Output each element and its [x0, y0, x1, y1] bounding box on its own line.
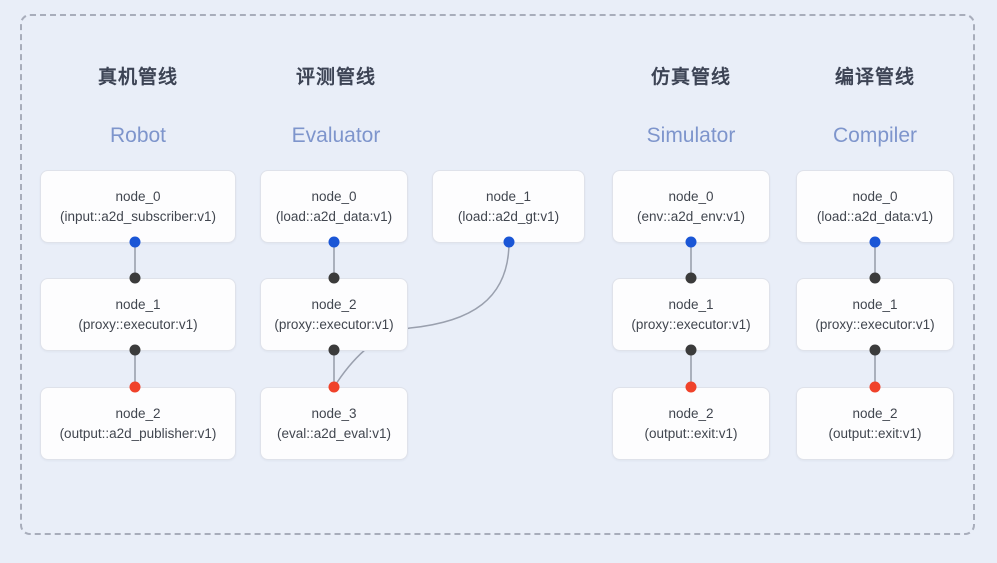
node-label-type: (proxy::executor:v1)	[631, 316, 751, 332]
node-label-type: (proxy::executor:v1)	[78, 316, 198, 332]
node-label-name: node_2	[115, 405, 161, 421]
node-label-type: (output::exit:v1)	[828, 425, 922, 441]
node-simulator-2[interactable]: node_2 (output::exit:v1)	[612, 387, 770, 460]
port-evaluator-2-in[interactable]	[328, 272, 340, 284]
port-evaluator-3-in[interactable]	[328, 381, 340, 393]
node-label-name: node_1	[115, 296, 161, 312]
port-robot-1-in[interactable]	[129, 272, 141, 284]
port-evaluator-2-out[interactable]	[328, 344, 340, 356]
node-robot-0[interactable]: node_0 (input::a2d_subscriber:v1)	[40, 170, 236, 243]
node-label-name: node_0	[115, 188, 161, 204]
port-robot-1-out[interactable]	[129, 344, 141, 356]
node-label-name: node_0	[852, 188, 898, 204]
port-simulator-1-in[interactable]	[685, 272, 697, 284]
column-subtitle-robot: Robot	[109, 124, 167, 147]
node-label-type: (eval::a2d_eval:v1)	[276, 425, 392, 441]
node-label-type: (load::a2d_gt:v1)	[457, 208, 560, 224]
node-label-type: (load::a2d_data:v1)	[816, 208, 934, 224]
node-label-name: node_0	[668, 188, 714, 204]
node-simulator-1[interactable]: node_1 (proxy::executor:v1)	[612, 278, 770, 351]
node-simulator-0[interactable]: node_0 (env::a2d_env:v1)	[612, 170, 770, 243]
node-robot-2[interactable]: node_2 (output::a2d_publisher:v1)	[40, 387, 236, 460]
column-title-evaluator: 评测管线	[295, 67, 376, 88]
node-label-name: node_2	[311, 296, 357, 312]
port-simulator-2-in[interactable]	[685, 381, 697, 393]
node-compiler-0[interactable]: node_0 (load::a2d_data:v1)	[796, 170, 954, 243]
node-label-type: (output::exit:v1)	[644, 425, 738, 441]
port-evaluator-0-out[interactable]	[328, 236, 340, 248]
column-subtitle-compiler: Compiler	[832, 124, 918, 147]
port-robot-2-in[interactable]	[129, 381, 141, 393]
node-label-type: (env::a2d_env:v1)	[636, 208, 746, 224]
node-label-type: (load::a2d_data:v1)	[275, 208, 393, 224]
port-compiler-1-out[interactable]	[869, 344, 881, 356]
column-subtitle-evaluator: Evaluator	[291, 124, 381, 147]
port-compiler-2-in[interactable]	[869, 381, 881, 393]
node-label-name: node_2	[668, 405, 714, 421]
column-title-compiler: 编译管线	[834, 67, 915, 88]
node-robot-1[interactable]: node_1 (proxy::executor:v1)	[40, 278, 236, 351]
node-label-name: node_2	[852, 405, 898, 421]
node-label-type: (output::a2d_publisher:v1)	[59, 425, 217, 441]
node-evaluator-0[interactable]: node_0 (load::a2d_data:v1)	[260, 170, 408, 243]
node-label-name: node_1	[852, 296, 898, 312]
port-compiler-0-out[interactable]	[869, 236, 881, 248]
node-label-type: (proxy::executor:v1)	[274, 316, 394, 332]
diagram-dashed-frame	[20, 14, 975, 535]
node-label-name: node_0	[311, 188, 357, 204]
column-title-simulator: 仿真管线	[650, 67, 731, 88]
node-evaluator-1[interactable]: node_1 (load::a2d_gt:v1)	[432, 170, 585, 243]
port-robot-0-out[interactable]	[129, 236, 141, 248]
port-compiler-1-in[interactable]	[869, 272, 881, 284]
column-subtitle-simulator: Simulator	[646, 124, 736, 147]
port-evaluator-1-out[interactable]	[503, 236, 515, 248]
port-simulator-1-out[interactable]	[685, 344, 697, 356]
column-title-robot: 真机管线	[97, 67, 178, 88]
node-label-type: (proxy::executor:v1)	[815, 316, 935, 332]
node-evaluator-2[interactable]: node_2 (proxy::executor:v1)	[260, 278, 408, 351]
node-compiler-1[interactable]: node_1 (proxy::executor:v1)	[796, 278, 954, 351]
port-simulator-0-out[interactable]	[685, 236, 697, 248]
node-label-name: node_1	[668, 296, 714, 312]
node-evaluator-3[interactable]: node_3 (eval::a2d_eval:v1)	[260, 387, 408, 460]
node-compiler-2[interactable]: node_2 (output::exit:v1)	[796, 387, 954, 460]
node-label-name: node_3	[311, 405, 357, 421]
node-label-type: (input::a2d_subscriber:v1)	[59, 208, 217, 224]
node-label-name: node_1	[485, 188, 532, 204]
